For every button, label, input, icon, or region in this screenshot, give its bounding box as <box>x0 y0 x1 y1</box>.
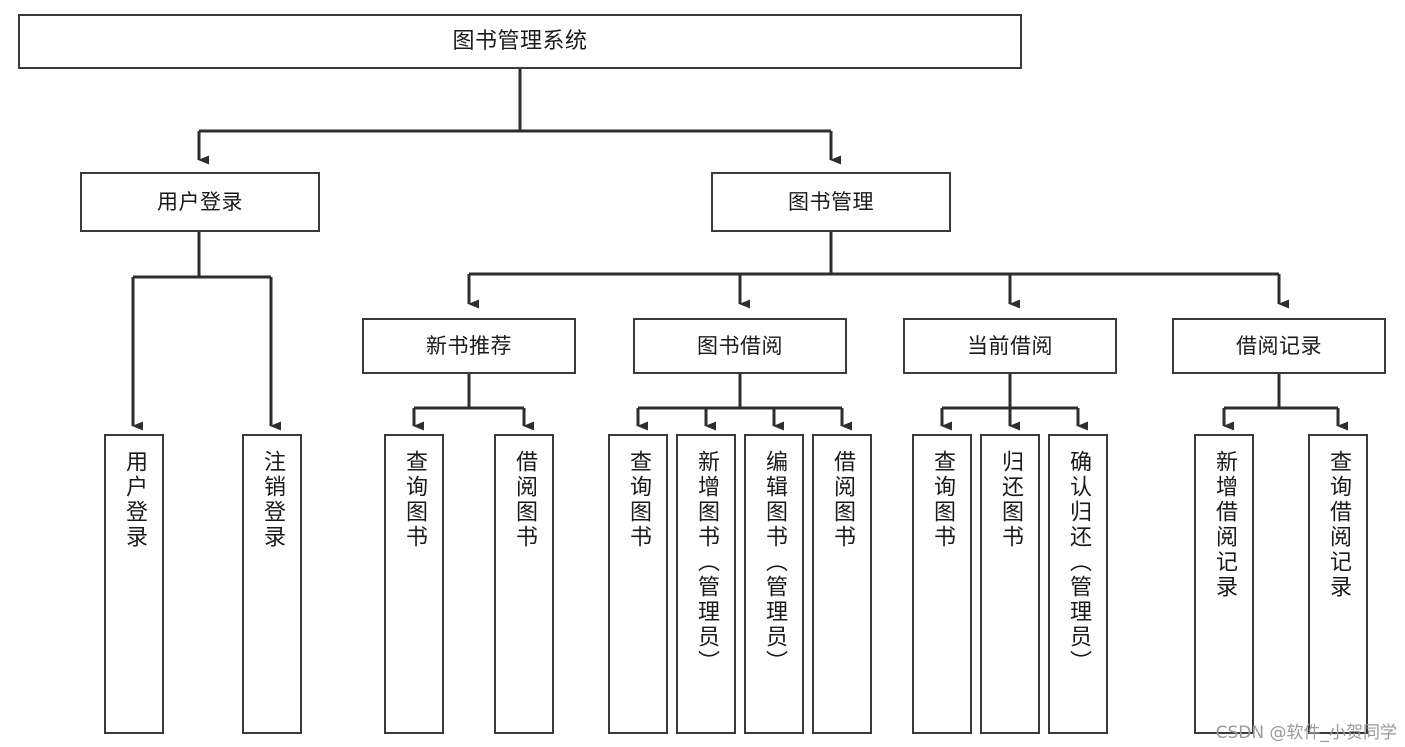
node-current-borrow[interactable]: 当前借阅 <box>903 318 1117 374</box>
node-label: 归还图书 <box>998 450 1023 550</box>
node-label: 新书推荐 <box>426 333 512 358</box>
node-label: 借阅记录 <box>1236 333 1322 358</box>
node-label: 借阅图书 <box>830 450 855 550</box>
node-leaf-return-book[interactable]: 归还图书 <box>980 434 1040 734</box>
node-leaf-query-book-recommend[interactable]: 查询图书 <box>384 434 444 734</box>
node-leaf-query-book-borrow[interactable]: 查询图书 <box>608 434 668 734</box>
node-new-book-recommend[interactable]: 新书推荐 <box>362 318 576 374</box>
node-label: 当前借阅 <box>967 333 1053 358</box>
node-label: 查询借阅记录 <box>1326 450 1351 600</box>
node-borrow-record[interactable]: 借阅记录 <box>1172 318 1386 374</box>
node-user-login[interactable]: 用户登录 <box>80 172 320 232</box>
node-book-borrow[interactable]: 图书借阅 <box>633 318 847 374</box>
node-label: 图书借阅 <box>697 333 783 358</box>
csdn-watermark: CSDN @软件_小贺同学 <box>1215 723 1397 743</box>
node-label: 编辑图书（管理员） <box>762 450 787 675</box>
node-label: 新增借阅记录 <box>1212 450 1237 600</box>
node-label: 查询图书 <box>930 450 955 550</box>
node-book-management[interactable]: 图书管理 <box>711 172 951 232</box>
node-leaf-borrow-book[interactable]: 借阅图书 <box>812 434 872 734</box>
node-leaf-edit-book-admin[interactable]: 编辑图书（管理员） <box>744 434 804 734</box>
node-leaf-add-book-admin[interactable]: 新增图书（管理员） <box>676 434 736 734</box>
node-label: 新增图书（管理员） <box>694 450 719 675</box>
node-leaf-add-borrow-record[interactable]: 新增借阅记录 <box>1194 434 1254 734</box>
node-root-book-management-system[interactable]: 图书管理系统 <box>18 14 1022 69</box>
node-label: 查询图书 <box>626 450 651 550</box>
node-leaf-query-book-current[interactable]: 查询图书 <box>912 434 972 734</box>
node-label: 图书管理系统 <box>452 28 588 54</box>
node-leaf-borrow-book-recommend[interactable]: 借阅图书 <box>494 434 554 734</box>
node-label: 借阅图书 <box>512 450 537 550</box>
node-label: 图书管理 <box>788 189 874 214</box>
node-label: 用户登录 <box>122 450 147 550</box>
node-label: 查询图书 <box>402 450 427 550</box>
node-leaf-user-login[interactable]: 用户登录 <box>104 434 164 734</box>
node-leaf-logout-login[interactable]: 注销登录 <box>242 434 302 734</box>
node-label: 确认归还（管理员） <box>1066 450 1091 675</box>
node-leaf-query-borrow-record[interactable]: 查询借阅记录 <box>1308 434 1368 734</box>
node-leaf-confirm-return-admin[interactable]: 确认归还（管理员） <box>1048 434 1108 734</box>
node-label: 用户登录 <box>157 189 243 214</box>
node-label: 注销登录 <box>260 450 285 550</box>
